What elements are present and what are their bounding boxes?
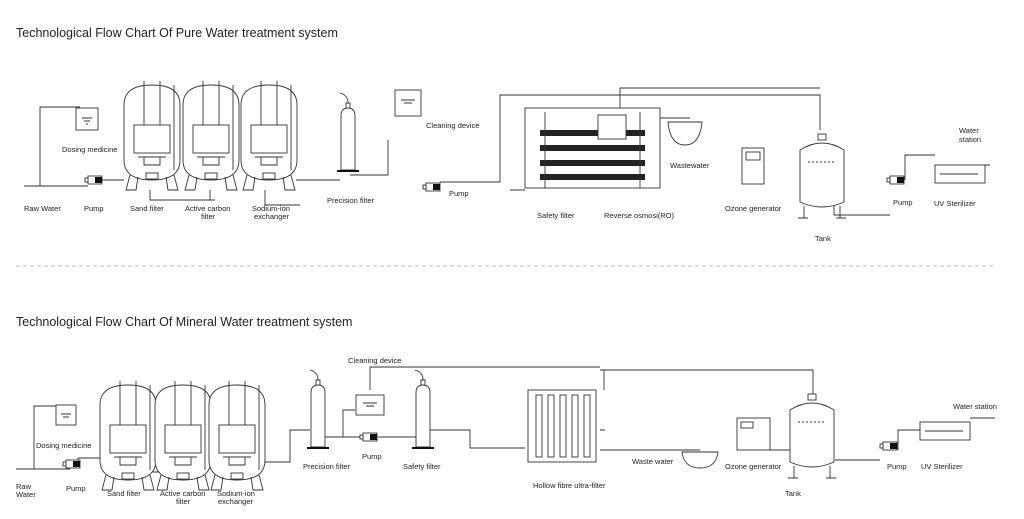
carbon-filter-vessel: [182, 80, 240, 191]
label-safety: Safety filter: [537, 211, 575, 220]
label-tank: Tank: [815, 234, 831, 243]
label-precision: Precision filter: [327, 196, 375, 205]
label-pump-2: Pump: [362, 452, 382, 461]
label-dosing: Dosing medicine: [36, 441, 91, 450]
labels: Raw Water Pump Dosing medicine Sand filt…: [16, 356, 997, 506]
pump-icon: [886, 175, 905, 185]
storage-tank: [787, 393, 837, 479]
label-ozone: Ozone generator: [725, 462, 782, 471]
label-station-2: station: [959, 135, 981, 144]
label-raw-water: Raw Water: [24, 204, 61, 213]
pump-icon: [84, 175, 103, 185]
label-cleaning: Cleaning device: [348, 356, 401, 365]
label-wastewater: Wastewater: [670, 161, 710, 170]
label-sodium: Sodium-ion: [217, 489, 255, 498]
storage-tank: [797, 133, 847, 219]
pipe: [24, 87, 990, 216]
label-carbon-2: filter: [201, 212, 216, 221]
chart-title: Technological Flow Chart Of Mineral Wate…: [16, 315, 352, 329]
label-uv: UV Sterilizer: [921, 462, 963, 471]
label-sodium-2: exchanger: [254, 212, 290, 221]
ozone-generator-box: [741, 147, 765, 185]
label-station: Water: [959, 126, 979, 135]
ozone-generator-box: [736, 417, 771, 451]
label-pump-3: Pump: [893, 198, 913, 207]
pump-icon: [422, 182, 441, 192]
cleaning-device-tank: [355, 394, 385, 416]
chart-title: Technological Flow Chart Of Pure Water t…: [16, 26, 338, 40]
sand-filter-vessel: [99, 380, 157, 491]
label-sand-filter: Sand filter: [107, 489, 141, 498]
pure-water-flow-chart: Technological Flow Chart Of Pure Water t…: [16, 26, 990, 243]
label-raw: Raw: [16, 482, 32, 491]
label-waste: Waste water: [632, 457, 674, 466]
label-ozone: Ozone generator: [725, 204, 782, 213]
label-pump-3: Pump: [887, 462, 907, 471]
carbon-filter-vessel: [154, 380, 212, 491]
label-precision: Precision filter: [303, 462, 351, 471]
label-uv: UV Sterilizer: [934, 199, 976, 208]
label-sodium-2: exchanger: [218, 497, 254, 506]
label-dosing: Dosing medicine: [62, 145, 117, 154]
label-cleaning: Cleaning device: [426, 121, 479, 130]
label-sand-filter: Sand filter: [130, 204, 164, 213]
label-hollow: Hollow fibre ultra-filter: [533, 481, 606, 490]
label-tank: Tank: [785, 489, 801, 498]
pump-icon: [879, 441, 898, 451]
label-carbon-2: filter: [176, 497, 191, 506]
wastewater-basin: [667, 121, 703, 146]
label-pump: Pump: [84, 204, 104, 213]
label-sodium: Sodium-ion: [252, 204, 290, 213]
sodium-exchanger-vessel: [240, 80, 298, 191]
dosing-tank: [75, 107, 99, 131]
waste-water-basin: [681, 451, 719, 469]
precision-filter-cylinder: [336, 92, 360, 173]
sand-filter-vessel: [123, 80, 181, 191]
hollow-fibre-unit: [527, 389, 597, 463]
label-raw-2: Water: [16, 490, 36, 499]
label-carbon: Active carbon: [160, 489, 205, 498]
ro-unit: [524, 107, 661, 189]
label-safety: Safety filter: [403, 462, 441, 471]
sodium-exchanger-vessel: [208, 380, 266, 491]
labels: Raw Water Pump Dosing medicine Sand filt…: [24, 121, 981, 243]
dosing-tank: [55, 404, 77, 426]
label-ro: Reverse osmosi(RO): [604, 211, 675, 220]
pump-icon: [359, 432, 378, 442]
label-station: Water station: [953, 402, 997, 411]
label-carbon: Active carbon: [185, 204, 230, 213]
label-pump: Pump: [66, 484, 86, 493]
mineral-water-flow-chart: Technological Flow Chart Of Mineral Wate…: [16, 315, 997, 506]
pump-icon: [62, 459, 81, 469]
label-pump-2: Pump: [449, 189, 469, 198]
